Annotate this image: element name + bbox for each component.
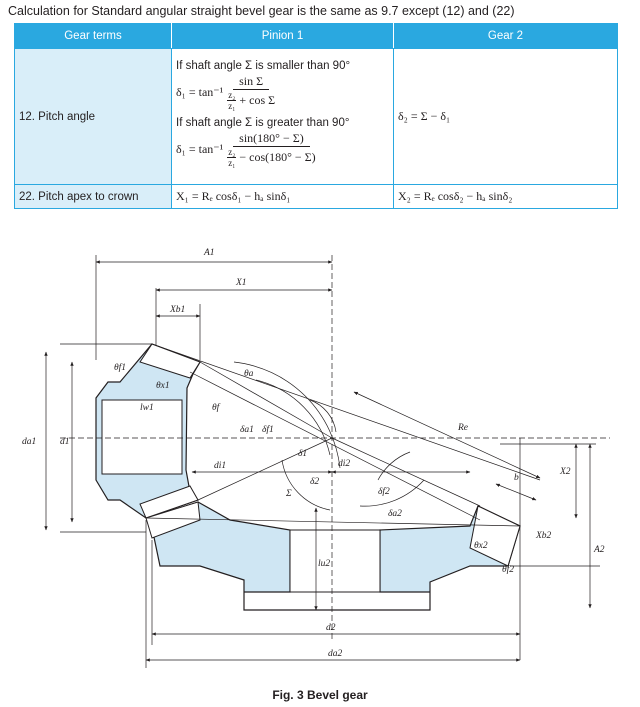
label-di1: di1: [214, 461, 226, 471]
formula-denominator: z₂ z₁ + cos Σ: [227, 90, 275, 111]
pinion-tooth-top: [139, 343, 201, 379]
formula-fraction: sin(180° − Σ) z₂ z₁ − cos(180° − Σ): [227, 131, 316, 168]
label-delta-a2: δa2: [388, 509, 402, 519]
label-sigma: Σ: [285, 489, 292, 499]
label-theta-x1: θx1: [156, 381, 170, 391]
label-delta-a1: δa1: [240, 425, 254, 435]
table-header-row: Gear terms Pinion 1 Gear 2: [14, 23, 618, 49]
gear-bore: [289, 529, 381, 593]
condition-greater: If shaft angle Σ is greater than 90°: [176, 116, 350, 129]
label-theta-f2: θf2: [502, 564, 514, 575]
denominator-rest: − cos(180° − Σ): [239, 149, 316, 164]
label-lu2: lu2: [318, 559, 330, 569]
tooth-ratio-top: z₂: [227, 146, 237, 158]
pinion-tooth-bottom: [139, 485, 199, 519]
term-pitch-angle: 12. Pitch angle: [14, 48, 172, 185]
label-A2: A2: [593, 545, 605, 555]
formula-smaller: δ₁ = tan⁻¹ sin Σ z₂ z₁ + cos Σ: [176, 74, 389, 111]
label-delta-f1: δf1: [262, 424, 274, 435]
label-A1: A1: [203, 248, 215, 258]
label-delta2: δ2: [310, 477, 319, 487]
label-da1: da1: [22, 437, 36, 447]
label-Re: Re: [457, 423, 468, 433]
tooth-ratio-top: z₂: [227, 89, 237, 101]
label-theta-f1: θf1: [114, 362, 126, 373]
formula-greater: δ₁ = tan⁻¹ sin(180° − Σ) z₂ z₁ − cos(180…: [176, 131, 389, 168]
label-di2: di2: [338, 459, 350, 469]
tooth-ratio: z₂ z₁: [227, 146, 237, 168]
construction-lines: [60, 255, 610, 668]
gear2-pitch-apex: X₂ = Rₑ cosδ₂ − hₐ sinδ₂: [393, 184, 618, 209]
label-theta-f: θf: [212, 402, 221, 413]
label-Xb2: Xb2: [535, 531, 552, 541]
table-row-pitch-angle: 12. Pitch angle If shaft angle Σ is smal…: [14, 48, 618, 185]
gear-tooth-right: [469, 505, 521, 567]
header-gear2: Gear 2: [393, 23, 618, 49]
gear-tooth-left: [145, 501, 201, 539]
denominator-rest: + cos Σ: [239, 92, 276, 107]
intro-text: Calculation for Standard angular straigh…: [8, 4, 515, 18]
tooth-ratio-bottom: z₁: [228, 100, 236, 111]
label-theta-x2: θx2: [474, 541, 488, 551]
figure-caption: Fig. 3 Bevel gear: [272, 688, 368, 702]
formula-numerator: sin(180° − Σ): [233, 131, 310, 147]
formula-lhs: δ₁ = tan⁻¹: [176, 84, 224, 99]
calculation-table: Gear terms Pinion 1 Gear 2 12. Pitch ang…: [14, 23, 618, 209]
label-delta1: δ1: [298, 449, 307, 459]
label-d1: d1: [60, 437, 70, 447]
condition-smaller: If shaft angle Σ is smaller than 90°: [176, 59, 351, 72]
label-theta-a: θa: [244, 369, 254, 379]
tooth-ratio-bottom: z₁: [228, 157, 236, 168]
pinion-pitch-apex: X₁ = Rₑ cosδ₁ − hₐ sinδ₁: [171, 184, 394, 209]
label-Xb1: Xb1: [169, 305, 185, 315]
dimension-lines: [44, 260, 592, 662]
gear2-pitch-angle: δ₂ = Σ − δ₁: [393, 48, 618, 185]
label-X2: X2: [559, 467, 571, 477]
label-d2: d2: [326, 623, 336, 633]
label-lw1: lw1: [140, 403, 154, 413]
tooth-ratio: z₂ z₁: [227, 89, 237, 111]
header-pinion: Pinion 1: [171, 23, 394, 49]
term-pitch-apex: 22. Pitch apex to crown: [14, 184, 172, 209]
label-da2: da2: [328, 649, 343, 659]
formula-numerator: sin Σ: [233, 74, 270, 90]
pinion-pitch-angle: If shaft angle Σ is smaller than 90° δ₁ …: [171, 48, 394, 185]
label-delta-f2: δf2: [378, 486, 390, 497]
pinion-bore: [101, 399, 183, 475]
formula-lhs: δ₁ = tan⁻¹: [176, 141, 224, 156]
label-b: b: [514, 473, 519, 483]
table-row-pitch-apex: 22. Pitch apex to crown X₁ = Rₑ cosδ₁ − …: [14, 184, 618, 209]
label-X1: X1: [235, 278, 247, 288]
formula-fraction: sin Σ z₂ z₁ + cos Σ: [227, 74, 275, 111]
formula-denominator: z₂ z₁ − cos(180° − Σ): [227, 146, 316, 168]
